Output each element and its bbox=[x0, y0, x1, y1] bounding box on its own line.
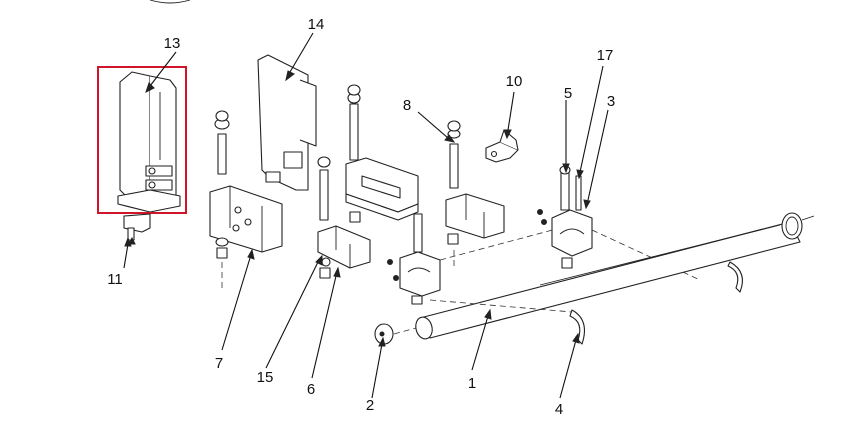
highlight-box bbox=[97, 66, 187, 214]
callout-1: 1 bbox=[468, 375, 476, 392]
part-2-end-cap bbox=[374, 323, 417, 345]
part-3-saddle-clamp bbox=[537, 165, 701, 281]
end-cap-right bbox=[781, 212, 815, 240]
callout-labels: 13 14 8 10 5 17 3 11 7 15 6 2 1 4 bbox=[107, 16, 615, 418]
callout-5: 5 bbox=[564, 85, 572, 102]
callout-17: 17 bbox=[597, 47, 614, 64]
callout-6: 6 bbox=[307, 381, 315, 398]
part-14-panel bbox=[257, 54, 317, 191]
leader-lines bbox=[123, 32, 609, 399]
callout-7: 7 bbox=[215, 355, 223, 372]
part-1-tube bbox=[415, 221, 801, 340]
part-6-block bbox=[317, 156, 371, 279]
callout-13: 13 bbox=[164, 35, 181, 52]
part-8-center-plate bbox=[445, 120, 505, 270]
part-8-upper-plate bbox=[345, 84, 423, 253]
part-11-clamp bbox=[123, 213, 151, 245]
callout-15: 15 bbox=[257, 369, 274, 386]
part-13-bracket bbox=[117, 71, 181, 213]
callout-3: 3 bbox=[607, 93, 615, 110]
part-10-lever bbox=[485, 129, 519, 163]
callout-8: 8 bbox=[403, 97, 411, 114]
callout-4: 4 bbox=[555, 401, 563, 418]
callout-11: 11 bbox=[107, 271, 123, 288]
partial-arc bbox=[149, 0, 191, 4]
callout-14: 14 bbox=[308, 16, 325, 33]
part-7-mounting-plate bbox=[209, 110, 283, 290]
callout-10: 10 bbox=[506, 73, 523, 90]
lower-saddle-clamp bbox=[387, 227, 561, 305]
callout-2: 2 bbox=[366, 397, 374, 414]
